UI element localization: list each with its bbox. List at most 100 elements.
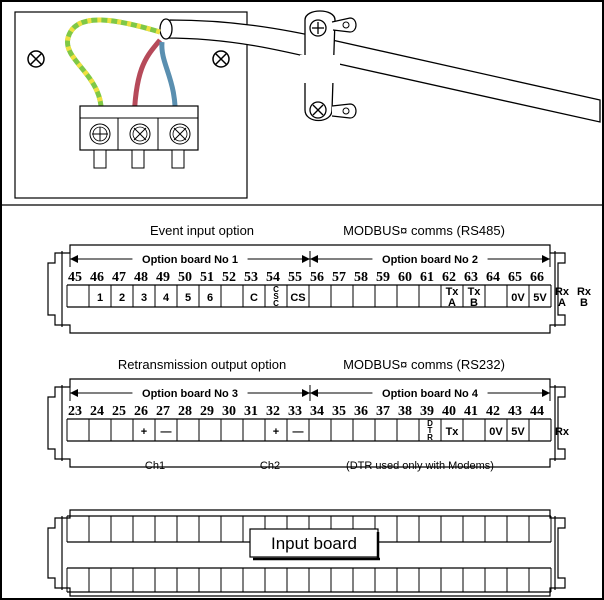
terminal-label: 4 (163, 292, 170, 304)
terminal-number: 59 (376, 270, 390, 285)
terminal-number: 61 (420, 270, 434, 285)
terminal-screw-2-icon (129, 123, 151, 145)
terminal-label-char: C (273, 285, 279, 294)
cable-clamp (300, 10, 357, 122)
terminal-number: 27 (156, 404, 170, 419)
terminal-number: 28 (178, 404, 192, 419)
terminal-label-char: T (428, 426, 433, 435)
right-board-arrow-left (310, 255, 318, 263)
terminal-number: 60 (398, 270, 412, 285)
terminal-number: 50 (178, 270, 192, 285)
left-board-arrow-right (302, 389, 310, 397)
terminal-label: 0V (511, 292, 525, 304)
terminal-label: Rx (555, 426, 570, 438)
terminal-number: 54 (266, 270, 280, 285)
cable-end (159, 18, 173, 40)
terminal-number: 31 (244, 404, 258, 419)
terminal-label: 2 (119, 292, 125, 304)
terminal-label: — (161, 426, 172, 438)
terminal-number: 42 (486, 404, 500, 419)
terminal-block-panel (14, 11, 248, 199)
terminal-number: 26 (134, 404, 148, 419)
footer-ch1: Ch1 (145, 460, 165, 472)
terminal-number: 56 (310, 270, 324, 285)
terminal-number: 37 (376, 404, 390, 419)
input-board-label: Input board (271, 534, 357, 553)
right-board-arrow-right (542, 255, 550, 263)
terminal-number: 48 (134, 270, 148, 285)
mount-screw-right-icon (212, 50, 230, 68)
terminal-number: 43 (508, 404, 522, 419)
terminal-label: B (470, 297, 478, 309)
terminal-number: 58 (354, 270, 368, 285)
terminal-number: 30 (222, 404, 236, 419)
terminal-number: 24 (90, 404, 104, 419)
terminal-number: 64 (486, 270, 500, 285)
terminal-number: 65 (508, 270, 522, 285)
terminal-label: 5V (511, 426, 525, 438)
strip-outline (47, 509, 566, 597)
terminal-label: — (293, 426, 304, 438)
terminal-label: B (580, 297, 588, 309)
terminal-number: 39 (420, 404, 434, 419)
terminal-number: 45 (68, 270, 82, 285)
right-board-arrow-right (542, 389, 550, 397)
terminal-label-char: C (273, 299, 279, 308)
strip-outline (47, 244, 566, 334)
terminal-number: 41 (464, 404, 478, 419)
terminal-number: 63 (464, 270, 478, 285)
left-board-label: Option board No 3 (142, 388, 238, 400)
terminal-number: 44 (530, 404, 544, 419)
mount-screw-left-icon (27, 50, 45, 68)
terminal-label: 5V (533, 292, 547, 304)
terminal-label: 1 (97, 292, 103, 304)
right-board-label: Option board No 4 (382, 388, 479, 400)
terminal-screw-1-icon (89, 123, 111, 145)
strip-outline (47, 378, 566, 468)
cable-clamp-illustration (14, 10, 601, 199)
terminal-label-char: D (427, 419, 433, 428)
terminal-number: 53 (244, 270, 258, 285)
terminal-label: Rx (577, 286, 592, 298)
terminal-number: 32 (266, 404, 280, 419)
terminal-label: C (250, 292, 258, 304)
terminal-number: 46 (90, 270, 104, 285)
terminal-number: 62 (442, 270, 456, 285)
terminal-number: 36 (354, 404, 368, 419)
left-board-caption: Retransmission output option (118, 357, 286, 372)
terminal-label: 5 (185, 292, 191, 304)
left-board-caption: Event input option (150, 223, 254, 238)
terminal-label: + (141, 426, 147, 438)
left-board-label: Option board No 1 (142, 254, 238, 266)
terminal-number: 66 (530, 270, 544, 285)
left-board-arrow-left (70, 255, 78, 263)
terminal-label: CS (290, 292, 305, 304)
terminal-number: 52 (222, 270, 236, 285)
terminal-label: Rx (555, 286, 570, 298)
terminal-number: 40 (442, 404, 456, 419)
terminal-number: 55 (288, 270, 302, 285)
terminal-label: A (558, 297, 566, 309)
terminal-label-char: R (427, 433, 433, 442)
left-board-arrow-left (70, 389, 78, 397)
right-board-label-bg (372, 252, 488, 266)
terminal-number: 57 (332, 270, 346, 285)
left-board-arrow-right (302, 255, 310, 263)
terminal-label: + (273, 426, 279, 438)
terminal-number: 49 (156, 270, 170, 285)
earth-wire-stripe (65, 17, 161, 125)
terminal-number: 33 (288, 404, 302, 419)
footer-note: (DTR used only with Modems) (346, 460, 494, 472)
right-board-label-bg (372, 386, 488, 400)
terminal-label: 0V (489, 426, 503, 438)
terminal-number: 35 (332, 404, 346, 419)
terminal-number: 23 (68, 404, 82, 419)
terminal-number: 51 (200, 270, 214, 285)
terminal-number: 25 (112, 404, 126, 419)
terminal-label: A (448, 297, 456, 309)
right-board-label: Option board No 2 (382, 254, 478, 266)
